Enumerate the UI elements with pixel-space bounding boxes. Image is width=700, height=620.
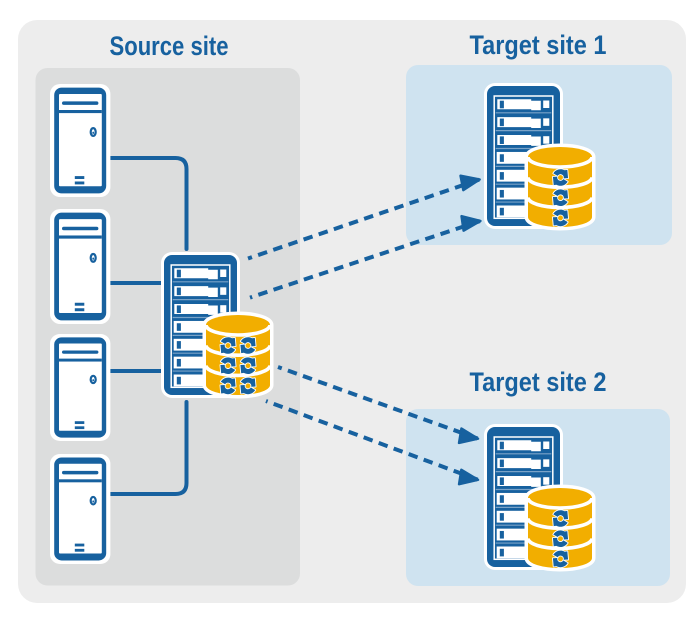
svg-text:Target site 1: Target site 1 <box>470 30 607 60</box>
svg-text:Source site: Source site <box>110 31 229 61</box>
svg-text:Target site 2: Target site 2 <box>470 367 607 397</box>
